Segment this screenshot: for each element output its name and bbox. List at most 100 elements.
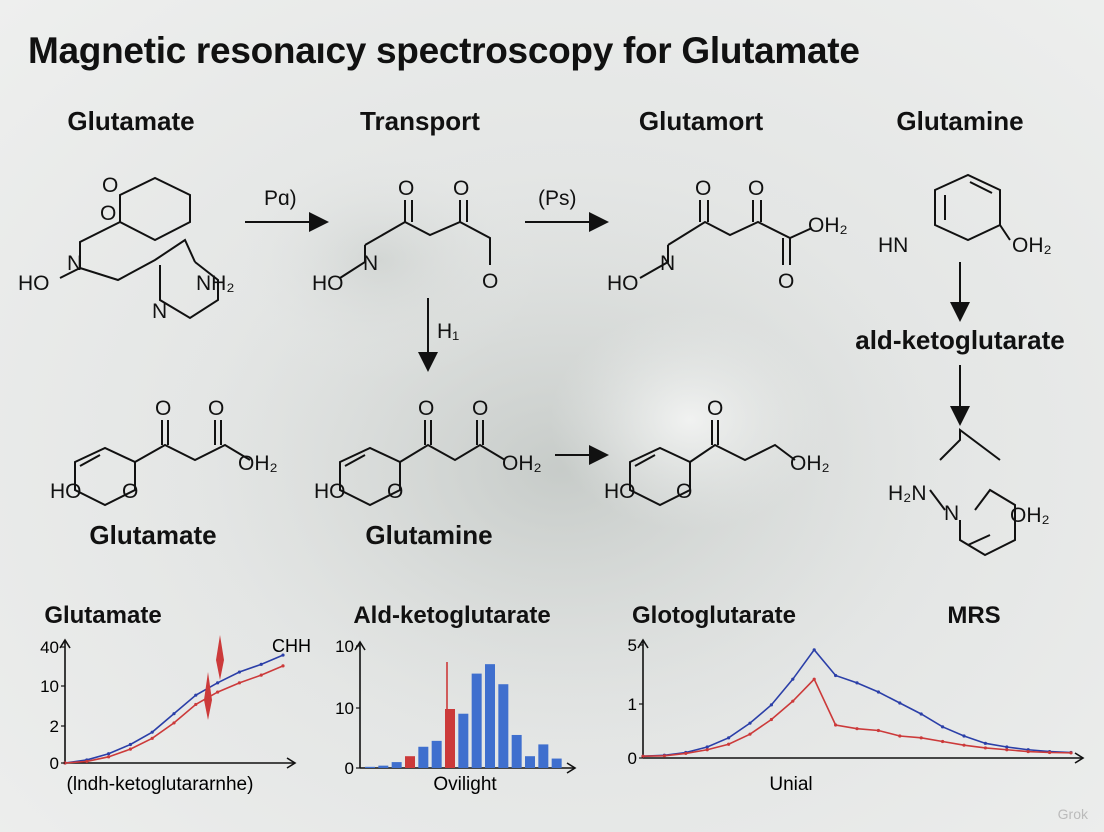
bar: [418, 746, 429, 768]
series-point: [662, 754, 666, 758]
series-point: [107, 755, 111, 759]
atom-o: O: [100, 202, 116, 225]
atom-o: O: [695, 177, 711, 200]
y-tick-label: 0: [345, 759, 354, 778]
y-tick-label: 40: [40, 638, 59, 657]
atom-hn: HN: [878, 234, 908, 257]
series-point: [1005, 745, 1009, 749]
atom-ho: HO: [607, 272, 639, 295]
atom-oh2: OH₂: [1010, 504, 1050, 527]
atom-o: O: [418, 397, 434, 420]
series-point: [748, 732, 752, 736]
series-point: [769, 703, 773, 707]
y-axis-arrow: [59, 638, 71, 649]
atom-h2n: H₂N: [888, 482, 926, 505]
y-tick-label: 10: [40, 677, 59, 696]
bar: [511, 734, 522, 768]
marker-spike: [204, 672, 212, 720]
y-tick-label: 10: [335, 699, 354, 718]
series-point: [281, 664, 285, 668]
bar: [458, 713, 469, 768]
series-point: [769, 717, 773, 722]
atom-o: O: [676, 480, 692, 503]
series-point: [128, 747, 132, 751]
atom-nh2: NH₂: [196, 272, 234, 295]
atom-oh2: OH₂: [238, 452, 278, 475]
series-point: [941, 739, 945, 744]
series-point: [727, 742, 731, 746]
bar: [498, 684, 509, 768]
atom-o: O: [482, 270, 498, 293]
series-point: [812, 677, 816, 681]
atom-o: O: [102, 174, 118, 197]
atom-n: N: [363, 252, 378, 275]
bar: [378, 765, 389, 768]
series-point: [705, 748, 709, 752]
atom-n: N: [152, 300, 167, 323]
atom-oh2: OH₂: [1012, 234, 1052, 257]
series-point: [216, 681, 220, 685]
bar: [431, 740, 442, 768]
atom-ho: HO: [312, 272, 344, 295]
atom-o: O: [453, 177, 469, 200]
watermark-logo: Grok: [1057, 806, 1088, 822]
series-point: [834, 673, 838, 678]
series-point: [194, 702, 198, 707]
atom-oh2: OH₂: [808, 214, 848, 237]
series-line: [642, 648, 1072, 757]
series-point: [85, 759, 89, 764]
series-point: [259, 662, 263, 666]
series-point: [216, 690, 220, 694]
atom-n: N: [67, 252, 82, 275]
arrow-label-1: Pɑ): [264, 187, 297, 210]
atom-o: O: [155, 397, 171, 420]
bar: [525, 756, 535, 768]
atom-ho: HO: [18, 272, 50, 295]
y-axis-arrow: [354, 640, 366, 651]
series-point: [281, 653, 285, 657]
atom-ho: HO: [314, 480, 346, 503]
series-point: [150, 736, 154, 740]
atom-ho: HO: [604, 480, 636, 503]
bar: [391, 762, 402, 768]
bar: [405, 756, 415, 768]
series-point: [983, 746, 987, 750]
bar: [471, 673, 482, 768]
series-point: [259, 673, 263, 677]
atom-o: O: [707, 397, 723, 420]
series-point: [194, 693, 198, 697]
series-point: [237, 670, 241, 674]
series-point: [876, 690, 880, 694]
panel-header-ald-ketoglutarate: Ald-ketoglutarate: [353, 602, 551, 629]
arrow-label-2: (Ps): [538, 187, 577, 210]
series-point: [812, 648, 816, 652]
series-point: [684, 751, 688, 756]
series-point: [1069, 751, 1073, 755]
series-point: [855, 681, 859, 685]
series-point: [898, 734, 902, 738]
series-point: [962, 743, 966, 747]
x-axis-arrow: [566, 762, 577, 774]
y-tick-label: 0: [50, 754, 59, 773]
series-point: [855, 727, 859, 731]
atom-o: O: [398, 177, 414, 200]
reaction-diagram: O O N HO NH₂ N Pɑ) O O N HO O (Ps) O O O…: [18, 173, 1052, 557]
panel-header-glutamate: Glutamate: [44, 602, 162, 629]
series-point: [727, 736, 731, 740]
bar: [485, 664, 495, 768]
series-point: [791, 699, 795, 703]
header-glutamine: Glutamine: [896, 106, 1024, 136]
atom-o: O: [472, 397, 488, 420]
series-point: [941, 725, 945, 729]
atom-ho: HO: [50, 480, 82, 503]
series-point: [748, 721, 752, 725]
series-point: [962, 734, 966, 738]
panel-header-glotoglutarate: Glotoglutarate: [631, 602, 797, 629]
label-ald-ketoglutarate: ald-ketoglutarate: [855, 325, 1065, 355]
y-tick-label: 2: [50, 717, 59, 736]
series-point: [63, 761, 67, 765]
series-point: [876, 728, 880, 733]
series-point: [1026, 749, 1030, 754]
